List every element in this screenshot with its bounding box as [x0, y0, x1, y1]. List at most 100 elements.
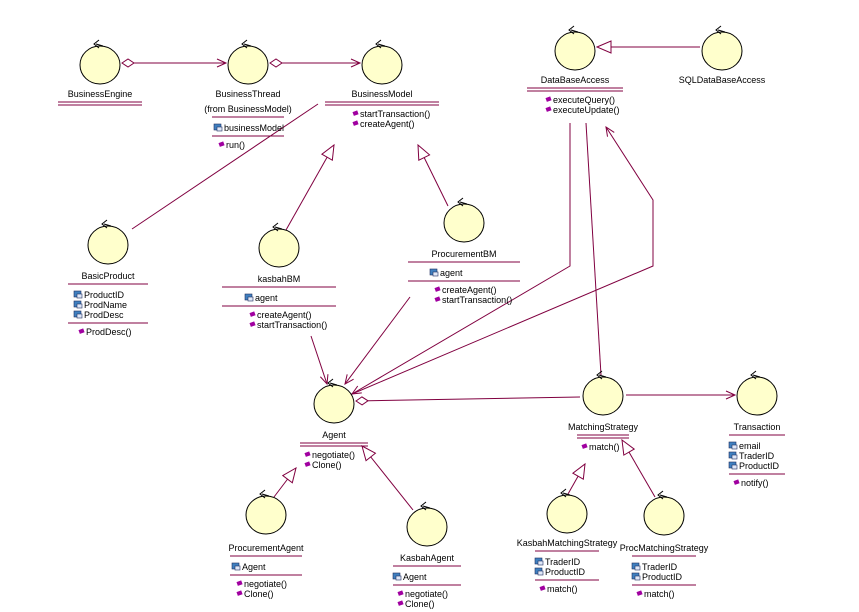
- transaction-attr-0-attribute-key-icon: [731, 444, 738, 450]
- transaction-attribute: email: [739, 441, 761, 451]
- kasbahbm-op-0-operation-icon: [249, 311, 256, 317]
- procurementbm-operation: startTransaction(): [442, 295, 512, 305]
- businessthread-package-note: (from BusinessModel): [204, 104, 292, 114]
- procurementagent-generalization-head: [281, 466, 297, 484]
- transaction-control-arrowhead: [750, 370, 757, 380]
- databaseaccess-control-arrow: [570, 29, 579, 33]
- agent-to-db-association: [351, 126, 654, 395]
- basicproduct-attr-1-attribute-key-icon: [76, 303, 83, 309]
- class-kasbahmatchingstrategy[interactable]: KasbahMatchingStrategyTraderIDProductIDm…: [517, 488, 618, 594]
- kasbahmatchingstrategy-control-arrow: [562, 492, 571, 496]
- procurementbm-control-icon: [443, 203, 485, 243]
- class-transaction[interactable]: TransactionemailTraderIDProductIDnotify(…: [728, 370, 785, 488]
- businessmodel-control-arrowhead: [375, 39, 382, 49]
- procurementagent-control-icon: [245, 495, 287, 535]
- basicproduct-control-arrow: [103, 223, 112, 227]
- db-to-strategy-association: [585, 122, 602, 376]
- databaseaccess-control-icon: [554, 31, 596, 71]
- businessengine-name: BusinessEngine: [68, 89, 133, 99]
- procurementbm-to-agent-navigation-head: [344, 374, 354, 385]
- kasbahbm-control-arrow: [274, 226, 283, 230]
- product-to-thread-association: [131, 103, 319, 230]
- procmatchingstrategy-op-0-operation-icon: [636, 590, 643, 596]
- kasbahmatchingstrategy-control-icon: [546, 494, 588, 534]
- databaseaccess-operation: executeUpdate(): [553, 105, 620, 115]
- class-basicproduct[interactable]: BasicProductProductIDProdNameProdDescPro…: [68, 219, 148, 337]
- class-procmatchingstrategy[interactable]: ProcMatchingStrategyTraderIDProductIDmat…: [620, 490, 709, 599]
- kasbahmatchingstrategy-attribute: TraderID: [545, 557, 581, 567]
- businessengine-control-arrowhead: [93, 39, 100, 49]
- businessmodel-control-icon: [361, 45, 403, 85]
- transaction-control-icon: [736, 376, 778, 416]
- kasbahagent-operation: negotiate(): [405, 589, 448, 599]
- businessmodel-operation: createAgent(): [360, 119, 415, 129]
- businessmodel-op-1-operation-icon: [352, 120, 359, 126]
- thread-to-model-aggregation-diamond: [269, 58, 283, 68]
- transaction-attr-2-attribute-key-icon: [731, 464, 738, 470]
- procurementbm-attribute: agent: [440, 268, 463, 278]
- procurementagent-control-arrow: [261, 493, 270, 497]
- kasbahagent-attribute: Agent: [403, 572, 427, 582]
- class-businessengine[interactable]: BusinessEngine: [58, 39, 142, 106]
- kasbahagent-operation: Clone(): [405, 599, 435, 609]
- procurementbm-generalization-head: [417, 143, 431, 161]
- kasbahbm-generalization-head: [320, 143, 335, 161]
- kasbahbm-to-agent-navigation-head: [319, 374, 329, 386]
- procurementbm-control-arrowhead: [457, 197, 464, 207]
- kasbahmatchingstrategy-op-0-operation-icon: [539, 585, 546, 591]
- class-kasbahbm[interactable]: kasbahBMagentcreateAgent()startTransacti…: [222, 222, 336, 330]
- kasbahagent-generalization-head: [361, 445, 377, 462]
- transaction-attr-1-attribute-key-icon: [731, 454, 738, 460]
- procmatchingstrategy-operation: match(): [644, 589, 675, 599]
- kasbahmatchingstrategy-attr-0-attribute-key-icon: [537, 560, 544, 566]
- procurementagent-control-arrowhead: [259, 489, 266, 499]
- sqldatabaseaccess-control-arrow: [717, 29, 726, 33]
- kasbahbm-control-arrowhead: [272, 222, 279, 232]
- thread-to-model-navigation-head: [350, 58, 362, 68]
- strategy-to-transaction-navigation-head: [725, 390, 737, 400]
- class-procurementbm[interactable]: ProcurementBM agent createAgent()startTran…: [408, 197, 520, 305]
- databaseaccess-op-0-operation-icon: [545, 96, 552, 102]
- businessthread-op-0-operation-icon: [218, 141, 225, 147]
- sqldatabaseaccess-control-arrowhead: [715, 25, 722, 35]
- databaseaccess-op-1-operation-icon: [545, 106, 552, 112]
- transaction-attribute: TraderID: [739, 451, 775, 461]
- businessthread-control-arrow: [243, 43, 252, 47]
- procurementbm-operation: createAgent(): [442, 285, 497, 295]
- kasbahagent-op-0-operation-icon: [397, 590, 404, 596]
- kasbahbm-attr-0-attribute-key-icon: [247, 296, 254, 302]
- kasbahagent-attr-0-attribute-key-icon: [395, 575, 402, 581]
- procurementbm-to-agent-association: [344, 296, 411, 385]
- businessthread-name: BusinessThread: [215, 89, 280, 99]
- businessengine-control-icon: [79, 45, 121, 85]
- agent-to-db-navigation-head: [605, 125, 615, 137]
- kasbahbm-control-icon: [258, 228, 300, 268]
- kasbahbm-operation: createAgent(): [257, 310, 312, 320]
- db-to-agent-association: [351, 123, 571, 395]
- procurementagent-operation: Clone(): [244, 589, 274, 599]
- class-nodes: BusinessEngine BusinessThread (from Busine…: [58, 25, 785, 609]
- class-businessthread[interactable]: BusinessThread(from BusinessModel)busine…: [204, 39, 292, 150]
- engine-to-thread-navigation-head: [216, 58, 228, 68]
- procurementagent-attribute: Agent: [242, 562, 266, 572]
- basicproduct-attribute: ProductID: [84, 290, 125, 300]
- kasbahmatchingstrategy-operation: match(): [547, 584, 578, 594]
- class-businessmodel[interactable]: BusinessModelstartTransaction()createAge…: [325, 39, 439, 129]
- class-sqldatabaseaccess[interactable]: SQLDataBaseAccess: [679, 25, 766, 85]
- kasbahagent-op-1-operation-icon: [397, 600, 404, 606]
- procmatchingstrategy-attribute: ProductID: [642, 572, 683, 582]
- kasbahbm-op-1-operation-icon: [249, 321, 256, 327]
- sqldatabaseaccess-control-icon: [701, 31, 743, 71]
- procurementagent-name: ProcurementAgent: [228, 543, 304, 553]
- procmatchingstrategy-name: ProcMatchingStrategy: [620, 543, 709, 553]
- class-databaseaccess[interactable]: DataBaseAccessexecuteQuery()executeUpdat…: [527, 25, 623, 115]
- procurementbm-name: ProcurementBM: [431, 249, 496, 259]
- kasbahbm-attribute: agent: [255, 293, 278, 303]
- procurementagent-operation: negotiate(): [244, 579, 287, 589]
- kasbahbm-name: kasbahBM: [258, 274, 301, 284]
